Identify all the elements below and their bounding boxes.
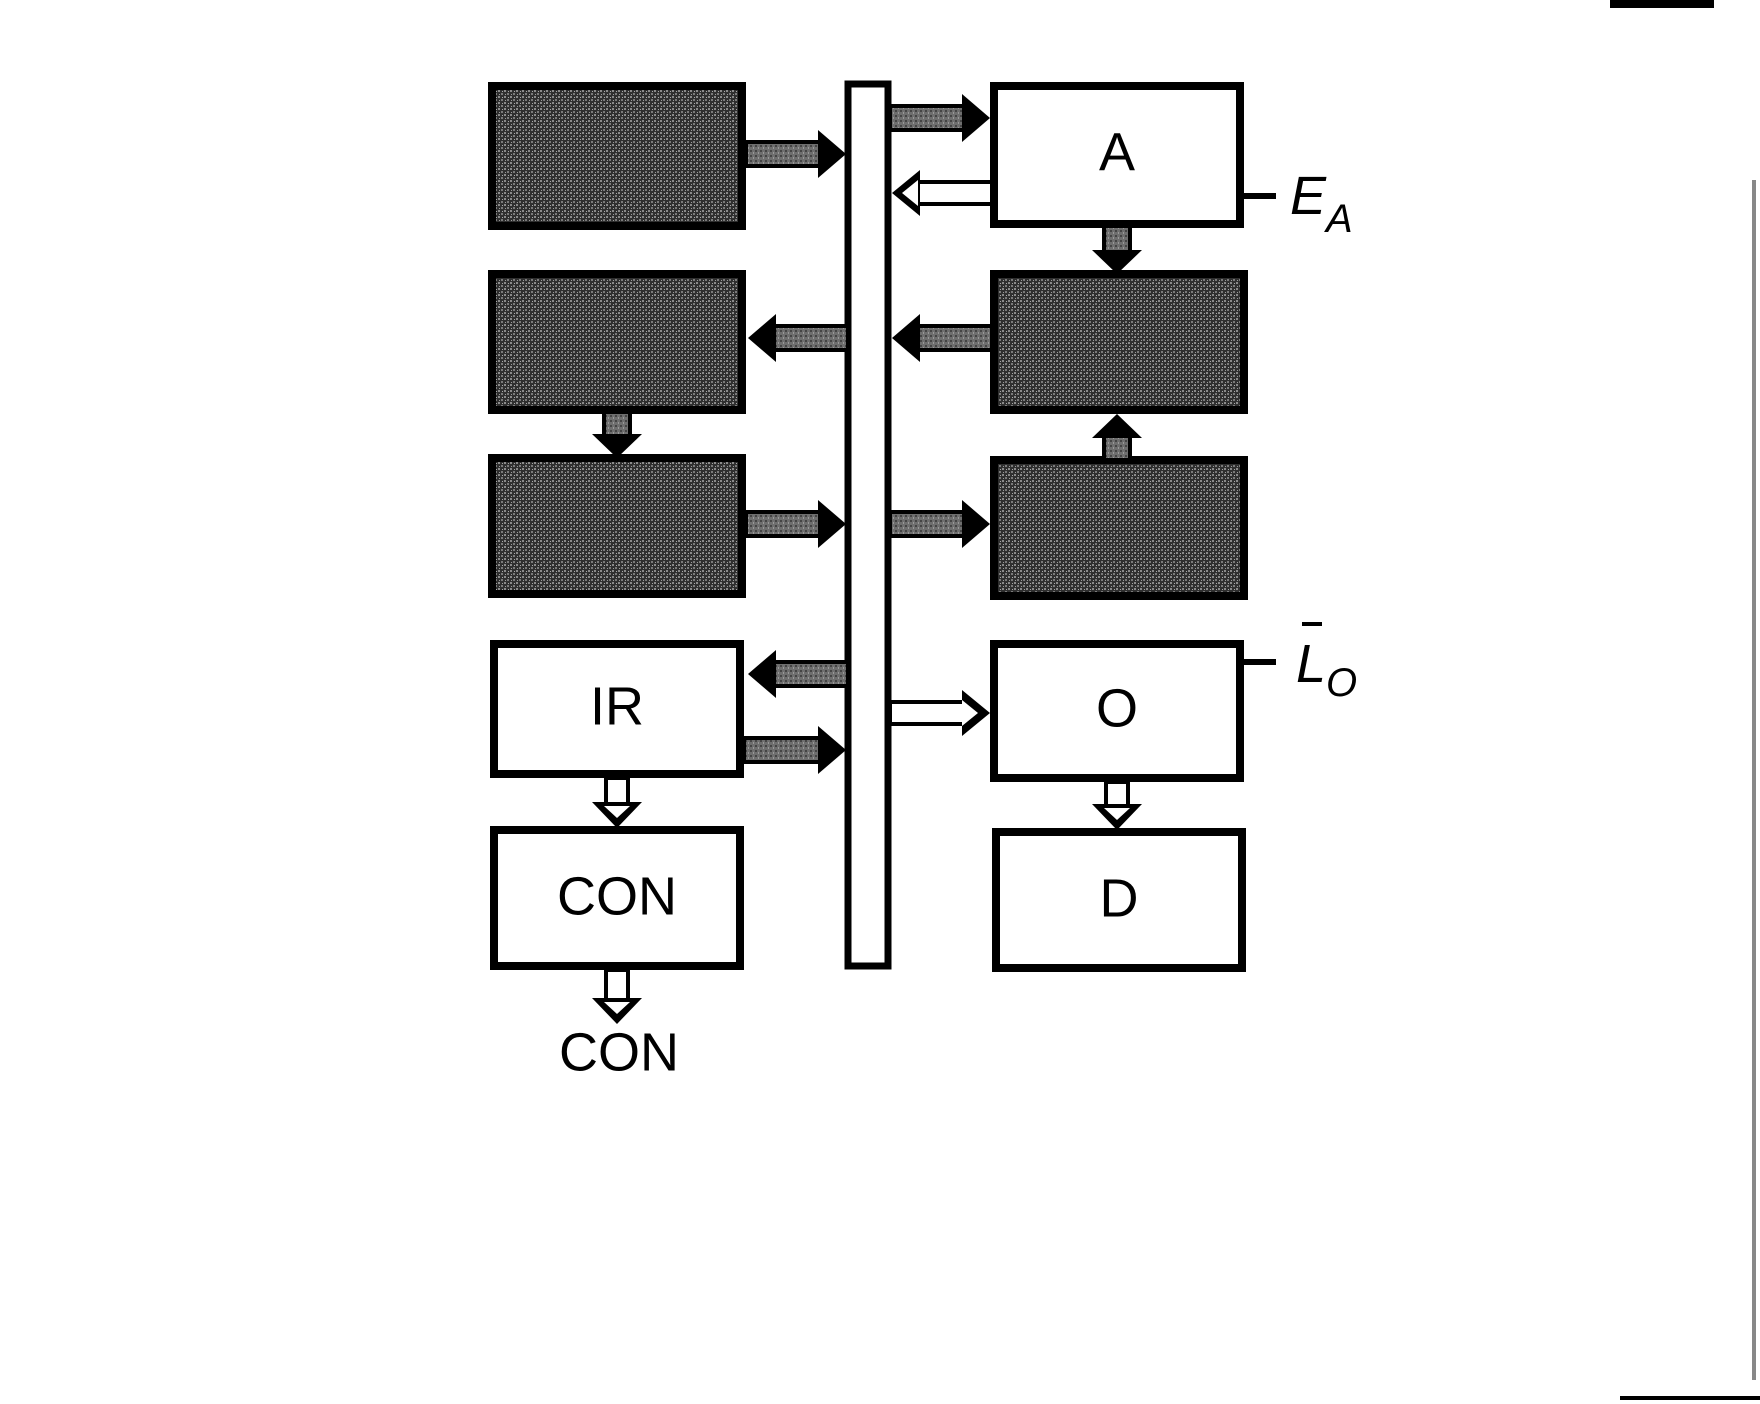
load-o-main: L [1296,634,1326,694]
arrow-ir-to-con [592,776,642,828]
arrow-con-out [592,968,642,1024]
scan-edge-mark-bottom [1620,1396,1760,1400]
enable-a-signal: EA [1290,166,1353,241]
arrow-bus-to-o [888,690,990,736]
block-instruction-register-label: IR [590,676,644,736]
scan-edge-mark-right [1752,180,1756,1380]
arrow-a-down [1092,224,1142,274]
load-o-sub: O [1326,661,1357,705]
arrow-left3-to-bus [744,500,846,548]
arrow-ir-to-bus [742,726,846,774]
arrow-bus-to-right3 [888,500,990,548]
block-controller: CON [490,826,744,970]
block-display: D [992,828,1246,972]
shaded-block-right-3 [990,456,1248,600]
load-o-signal: LO [1296,634,1357,705]
block-instruction-register: IR [490,640,744,778]
enable-a-sub: A [1324,197,1353,241]
block-output-register: O [990,640,1244,782]
block-controller-label: CON [557,866,677,926]
block-output-register-label: O [1096,678,1138,738]
arrow-right2-to-bus [892,314,994,362]
arrow-bus-to-left2 [748,314,850,362]
arrow-bus-to-ir [748,650,850,698]
shaded-block-left-3 [488,454,746,598]
shaded-block-left-2 [488,270,746,414]
arrow-o-to-d [1092,780,1142,830]
arrow-left1-to-bus [744,130,846,178]
shaded-block-right-2 [990,270,1248,414]
central-bus [844,80,892,970]
control-output-label: CON [559,1022,679,1082]
enable-a-main: E [1290,166,1327,226]
block-accumulator: A [990,82,1244,228]
arrow-right3-up [1092,414,1142,462]
shaded-block-left-1 [488,82,746,230]
block-accumulator-label: A [1099,122,1135,182]
arrow-a-to-bus [892,170,994,216]
arrow-left2-down [592,410,642,458]
block-display-label: D [1100,868,1139,928]
arrow-bus-to-a [888,94,990,142]
scan-edge-mark-top [1610,0,1714,8]
